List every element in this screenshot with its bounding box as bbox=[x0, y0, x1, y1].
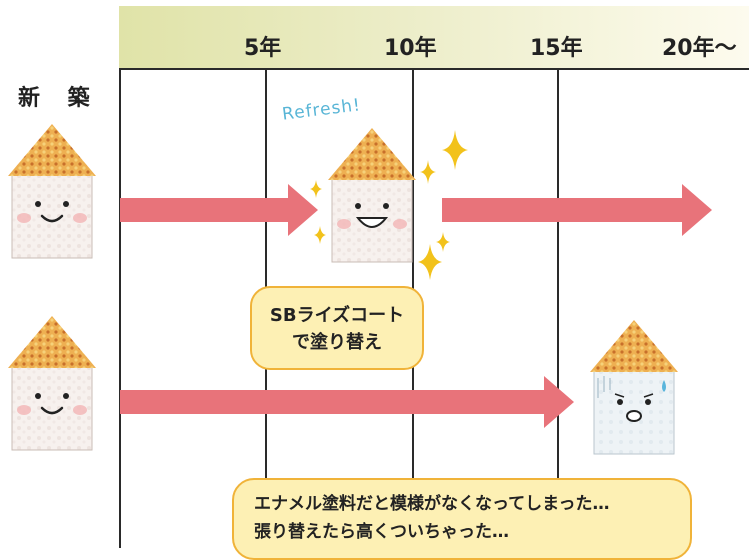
house-new-row2 bbox=[8, 316, 96, 451]
year-label-15: 15年 bbox=[530, 36, 583, 61]
callout-enamel-paint: エナメル塗料だと模様がなくなってしまった… 張り替えたら高くついちゃった… bbox=[232, 478, 692, 560]
callout-enamel-line1: エナメル塗料だと模様がなくなってしまった… bbox=[254, 494, 610, 514]
new-build-label: 新 築 bbox=[18, 86, 100, 111]
year-label-10: 10年 bbox=[384, 36, 437, 61]
house-new-row1 bbox=[8, 124, 96, 259]
sparkle-icon bbox=[436, 232, 450, 252]
sparkle-icon bbox=[420, 160, 436, 184]
callout-sb-line2: で塗り替え bbox=[292, 332, 382, 353]
arrow-row1-segment2 bbox=[442, 184, 712, 236]
sparkle-icon bbox=[310, 180, 322, 198]
timeline-grid bbox=[119, 68, 749, 548]
house-refreshed bbox=[328, 128, 416, 263]
year-label-20-plus: 20年〜 bbox=[662, 36, 737, 61]
house-worn bbox=[590, 320, 678, 455]
timeline-header bbox=[119, 6, 749, 68]
sparkle-icon bbox=[314, 226, 326, 244]
callout-enamel-line2: 張り替えたら高くついちゃった… bbox=[254, 522, 509, 542]
sparkle-icon bbox=[418, 244, 442, 280]
year-label-5: 5年 bbox=[244, 36, 282, 61]
callout-sb-rise-coat: SBライズコート で塗り替え bbox=[250, 286, 424, 370]
sparkle-icon bbox=[442, 130, 468, 170]
gridline-15-years bbox=[557, 68, 559, 552]
arrow-row2 bbox=[120, 376, 574, 428]
arrow-row1-segment1 bbox=[120, 184, 318, 236]
callout-sb-line1: SBライズコート bbox=[269, 305, 405, 326]
